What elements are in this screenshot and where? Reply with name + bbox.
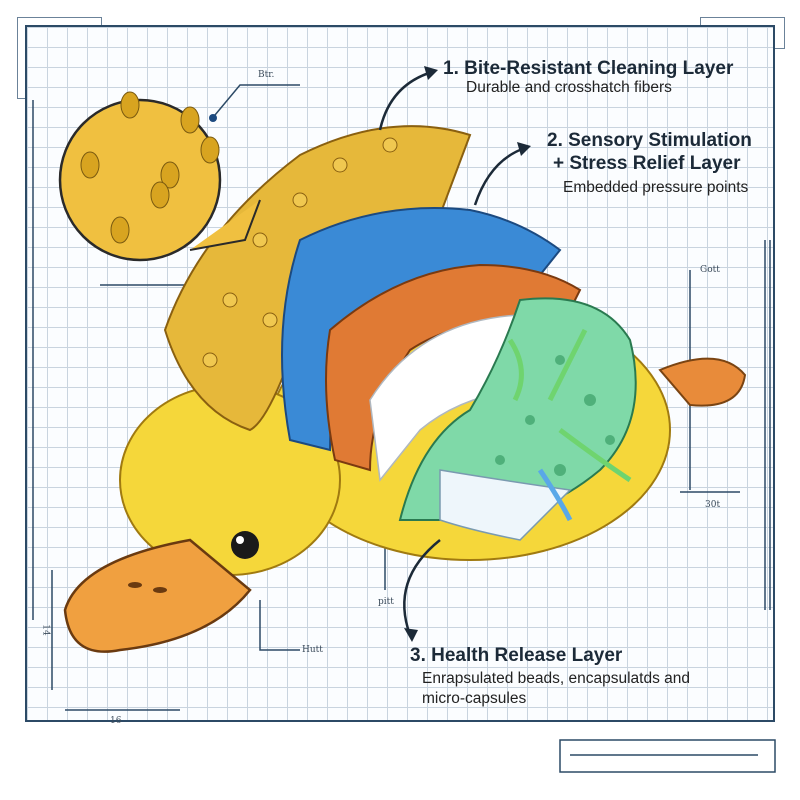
callout-1-description: Durable and crosshatch fibers (466, 79, 672, 96)
dim-label-belly: pitt (378, 597, 394, 607)
callout-3-description-line1: Enrapsulated beads, encapsulatds and (422, 670, 691, 687)
dim-label-head: Hutt (302, 645, 323, 655)
release-arrows (507, 328, 632, 522)
callout-1-title: 1. Bite-Resistant Cleaning Layer (443, 58, 734, 79)
callout-2-description: Embedded pressure points (563, 179, 749, 196)
callout-2-title-line1: 2. Sensory Stimulation (547, 130, 752, 151)
dim-label-right-bottom: 30t (705, 500, 721, 510)
dim-label-zoom: Btr. (258, 70, 275, 80)
callout-3-description-line2: micro-capsules (422, 690, 527, 707)
callout-arrows (378, 70, 526, 636)
zoom-detail-circle (58, 91, 261, 262)
dim-label-bill-width: 16 (110, 716, 122, 726)
callout-2-title-line2: + Stress Relief Layer (553, 153, 741, 174)
health-release-sheet (439, 469, 572, 541)
callout-3-title: 3. Health Release Layer (410, 645, 623, 666)
dim-label-bill-height: 14 (40, 624, 51, 636)
dim-label-right-top: Gott (700, 265, 720, 275)
